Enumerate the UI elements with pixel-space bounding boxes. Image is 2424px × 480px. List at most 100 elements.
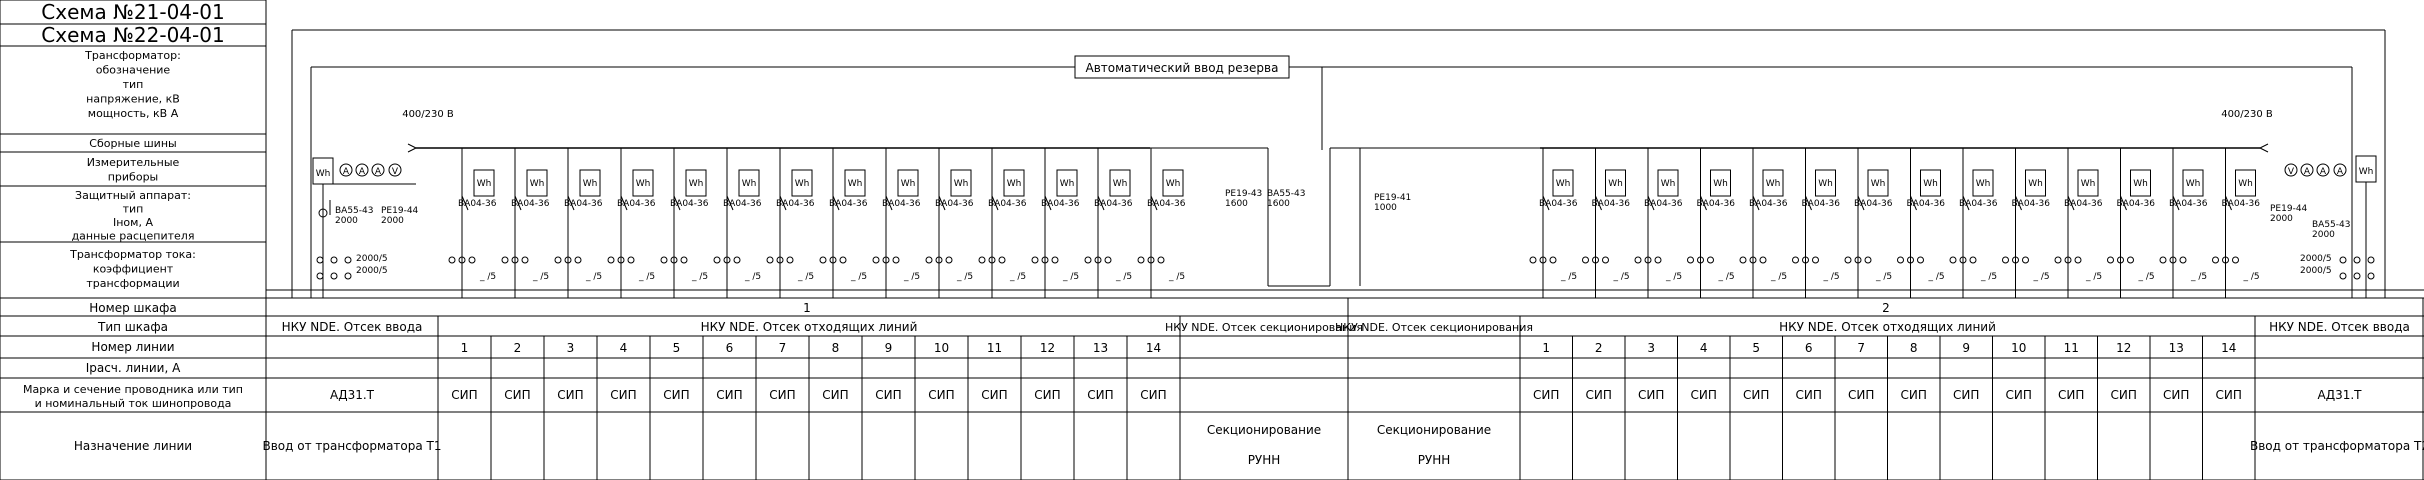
cable-type: СИП: [1140, 388, 1166, 402]
instrument-label: V: [392, 167, 399, 177]
feeder-ct-label: _ /5: [1770, 272, 1787, 282]
ct-symbol: [2339, 256, 2347, 264]
scheme-label: Схема №22-04-01: [41, 23, 224, 47]
ct-symbol: [1634, 256, 1642, 264]
ct-symbol: [458, 256, 466, 264]
feeder-breaker-label: ВА04-36: [1907, 199, 1946, 209]
cable-type: СИП: [1087, 388, 1113, 402]
feeder-breaker-label: ВА04-36: [1697, 199, 1736, 209]
ct-symbol: [998, 256, 1006, 264]
feeder-meter: [2077, 169, 2099, 197]
meter-label: Wh: [742, 179, 757, 189]
instrument-symbol: [388, 163, 402, 177]
line-number: 11: [2064, 341, 2079, 355]
ct-symbol: [1864, 256, 1872, 264]
current-transformer-label: коэффициент: [93, 263, 174, 276]
meter-label: Wh: [636, 179, 651, 189]
line-number: 4: [620, 341, 628, 355]
line-number: 5: [1752, 341, 1760, 355]
feeder-breaker-label: ВА04-36: [988, 199, 1027, 209]
breaker-contact: [726, 195, 734, 211]
cable-type: СИП: [716, 388, 742, 402]
ct-symbol: [1147, 256, 1155, 264]
ct-symbol: [2054, 256, 2062, 264]
line-number: 5: [673, 341, 681, 355]
ct-symbol: [882, 256, 890, 264]
line-number: 1: [461, 341, 469, 355]
line-number: 3: [1647, 341, 1655, 355]
ct-symbol: [1104, 256, 1112, 264]
feeder-breaker-label: ВА04-36: [2222, 199, 2261, 209]
feeder-meter: [1762, 169, 1784, 197]
line-number: 12: [2116, 341, 2131, 355]
instrument-symbol: [2300, 163, 2314, 177]
transformer-label: напряжение, кВ: [86, 93, 180, 106]
busbar-label: Сборные шины: [89, 137, 176, 150]
ct-symbol: [776, 256, 784, 264]
cable-type: СИП: [1796, 388, 1822, 402]
ct-symbol: [1051, 256, 1059, 264]
line-number: 7: [779, 341, 787, 355]
feeder-meter: [1710, 169, 1731, 197]
ct-symbol: [1094, 256, 1102, 264]
cable-type: АД31.Т: [2318, 388, 2363, 402]
breaker-contact: [461, 195, 469, 211]
feeder-ct-label: _ /5: [850, 272, 867, 282]
ct-symbol: [680, 256, 688, 264]
section-breaker-label: РЕ19-41: [1374, 193, 1411, 203]
meter-label: Wh: [901, 179, 916, 189]
cable-type: СИП: [557, 388, 583, 402]
line-number: 10: [2011, 341, 2026, 355]
table-row-label: Назначение линии: [74, 439, 192, 453]
header-column: [0, 0, 267, 480]
feeder-ct-label: _ /5: [1115, 272, 1132, 282]
feeder-breaker-label: ВА04-36: [1959, 199, 1998, 209]
breaker-contact: [1097, 195, 1105, 211]
instruments-label: Измерительные: [87, 156, 180, 169]
line-number: 9: [1962, 341, 1970, 355]
instrument-label: V: [2288, 167, 2295, 177]
input-breaker-label: 2000: [2270, 214, 2293, 224]
ct-symbol: [733, 256, 741, 264]
ct-symbol: [2127, 256, 2134, 264]
meter-label: Wh: [1766, 179, 1781, 189]
meter-label: Wh: [2028, 179, 2043, 189]
meter-label: Wh: [1661, 179, 1676, 189]
feeder-breaker-label: ВА04-36: [1094, 199, 1133, 209]
feeder-breaker-label: ВА04-36: [2117, 199, 2156, 209]
feeder-meter: [897, 169, 919, 197]
ct-symbol: [723, 256, 731, 264]
breaker-contact: [1805, 195, 1812, 211]
breaker-contact: [1595, 195, 1602, 211]
breaker-contact: [1044, 195, 1052, 211]
feeder-breaker-label: ВА04-36: [617, 199, 656, 209]
cable-type: СИП: [1638, 388, 1664, 402]
input-ct-label: 2000/5: [2300, 254, 2332, 264]
ct-symbol: [1592, 256, 1599, 264]
ct-symbol: [819, 256, 827, 264]
ct-symbol: [1802, 256, 1809, 264]
feeder-ct-label: _ /5: [532, 272, 549, 282]
table-row-label: Тип шкафа: [97, 320, 168, 334]
meter-label: Wh: [1113, 179, 1128, 189]
feeder-ct-label: _ /5: [1928, 272, 1945, 282]
meter-label: Wh: [1556, 179, 1571, 189]
cable-type: СИП: [1901, 388, 1927, 402]
line-number: 3: [567, 341, 575, 355]
feeder-breaker-label: ВА04-36: [1592, 199, 1631, 209]
feeder-breaker-label: ВА04-36: [723, 199, 762, 209]
feeder-meter: [2235, 169, 2256, 197]
feeder-meter: [632, 169, 654, 197]
current-transformer-label: трансформации: [86, 277, 179, 290]
table-row-label: Номер шкафа: [89, 301, 176, 315]
ct-symbol: [2012, 256, 2019, 264]
feeder-meter: [1056, 169, 1078, 197]
cable-type: СИП: [1586, 388, 1612, 402]
section-breaker-label: 1600: [1225, 199, 1248, 209]
bus-voltage: 400/230 В: [402, 109, 454, 120]
ct-symbol: [660, 256, 668, 264]
ct-symbol: [1959, 256, 1967, 264]
feeder-breaker-label: ВА04-36: [1854, 199, 1893, 209]
meter-label: Wh: [583, 179, 598, 189]
